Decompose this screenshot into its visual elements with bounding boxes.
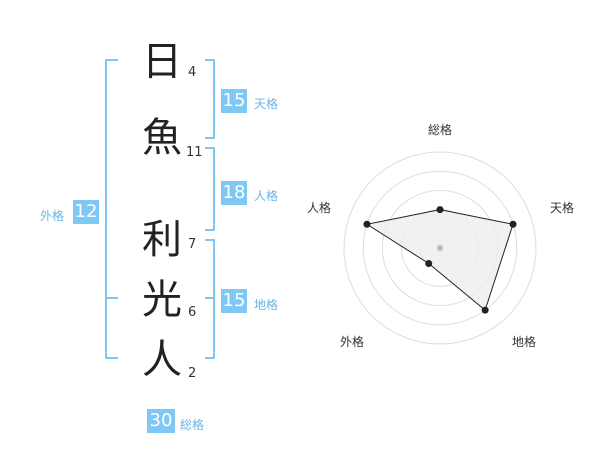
name-char-3: 利 <box>142 217 182 263</box>
stroke-count-3: 7 <box>188 237 197 252</box>
radar-point-1 <box>509 220 517 228</box>
radar-polygon <box>365 209 514 311</box>
stroke-count-1: 4 <box>188 65 197 80</box>
radar-label-soukaku: 総格 <box>428 122 452 137</box>
tenkaku-bracket <box>205 59 215 139</box>
gaikaku-label: 外格 <box>40 209 65 223</box>
radar-label-gaikaku: 外格 <box>340 334 364 349</box>
stroke-count-5: 2 <box>188 366 197 381</box>
soukaku-label: 総格 <box>180 418 205 432</box>
radar-label-chikaku: 地格 <box>512 334 536 349</box>
tenkaku-label: 天格 <box>254 97 279 111</box>
soukaku-score: 30 <box>147 409 175 433</box>
gaikaku-score: 12 <box>73 200 99 224</box>
radar-grid-ring <box>362 170 518 326</box>
gaikaku-bracket <box>105 59 118 359</box>
radar-point-4 <box>363 220 371 228</box>
chikaku-score: 15 <box>221 289 247 313</box>
jinkaku-label: 人格 <box>254 189 279 203</box>
name-char-2: 魚 <box>142 115 182 161</box>
stroke-count-2: 11 <box>186 145 203 160</box>
radar-point-3 <box>425 260 433 268</box>
radar-points <box>363 206 517 314</box>
name-char-4: 光 <box>142 277 182 323</box>
stroke-count-4: 6 <box>188 305 197 320</box>
radar-center-dot <box>437 245 443 251</box>
jinkaku-score: 18 <box>221 181 247 205</box>
radar-point-0 <box>436 206 444 214</box>
radar-grid-ring <box>343 151 537 345</box>
chikaku-label: 地格 <box>254 298 279 312</box>
name-char-5: 人 <box>142 337 182 383</box>
tenkaku-score: 15 <box>221 89 247 113</box>
jinkaku-bracket <box>205 147 215 231</box>
radar-point-2 <box>481 306 489 314</box>
radar-label-tenkaku: 天格 <box>550 200 574 215</box>
radar-label-jinkaku: 人格 <box>307 200 331 215</box>
name-char-1: 日 <box>142 39 182 85</box>
